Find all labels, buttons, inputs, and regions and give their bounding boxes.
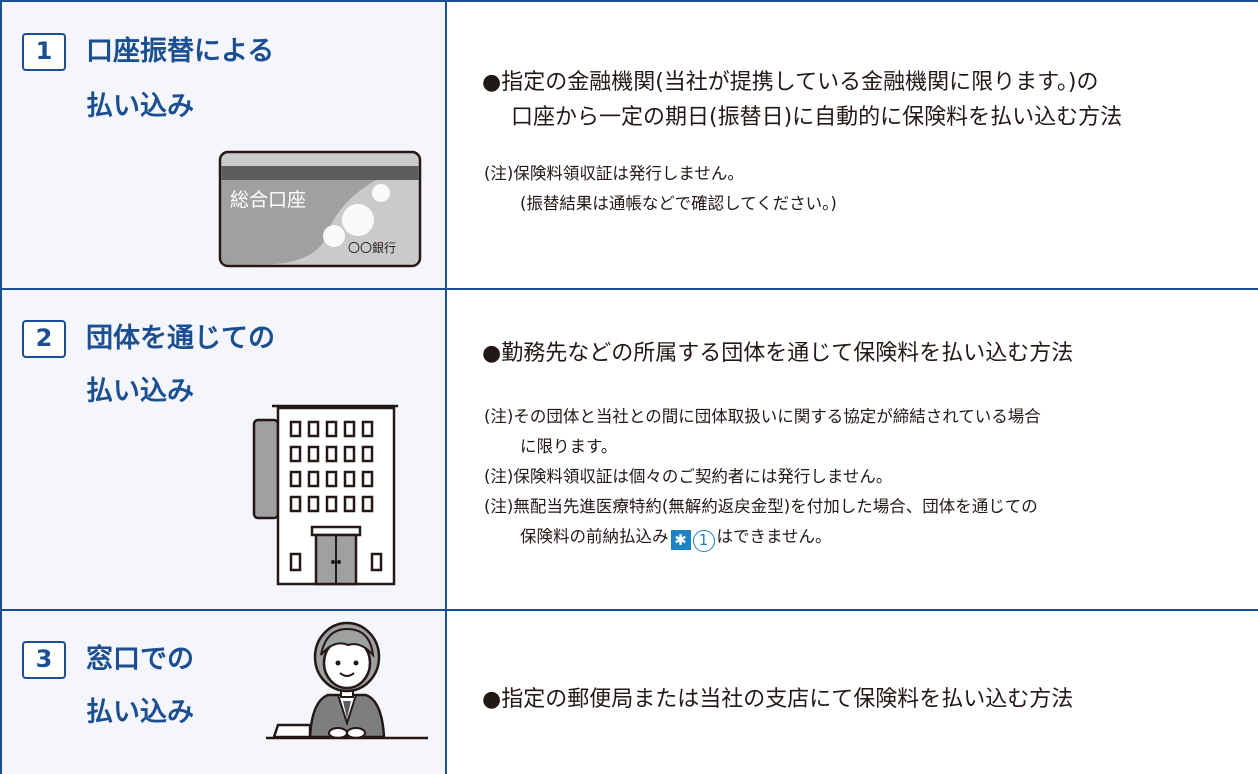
card-bank-name: 〇〇銀行 xyxy=(348,241,396,255)
row-group-payment: 2 団体を通じての 払い込み xyxy=(2,290,1258,609)
row-divider xyxy=(2,288,1258,290)
item-title-line2: 払い込み xyxy=(86,697,194,728)
row-header-cell: 3 窓口での 払い込み xyxy=(2,611,445,774)
row-bank-transfer: 1 口座振替による 払い込み 総合口座 〇〇銀行 ●指定の金融機関(当社が提携し… xyxy=(2,2,1258,288)
item-number-badge: 1 xyxy=(22,33,66,71)
row-content-cell: ●勤務先などの所属する団体を通じて保険料を払い込む方法 (注)その団体と当社との… xyxy=(447,290,1258,609)
row-content-cell: ●指定の金融機関(当社が提携している金融機関に限ります。)の 口座から一定の期日… xyxy=(447,2,1258,288)
row-divider xyxy=(2,609,1258,611)
row-header-cell: 1 口座振替による 払い込み 総合口座 〇〇銀行 xyxy=(2,2,445,288)
row-counter-payment: 3 窓口での 払い込み xyxy=(2,611,1258,774)
main-description-line1: ●勤務先などの所属する団体を通じて保険料を払い込む方法 xyxy=(482,341,1074,366)
note-text: はできません。 xyxy=(716,527,832,546)
item-title-line1: 口座振替による xyxy=(86,36,275,67)
card-label: 総合口座 xyxy=(230,189,306,211)
asterisk-reference-icon: ✱ xyxy=(670,530,691,550)
item-title-line2: 払い込み xyxy=(86,91,194,122)
main-description-line2: 口座から一定の期日(振替日)に自動的に保険料を払い込む方法 xyxy=(511,105,1123,130)
main-description-line1: ●指定の金融機関(当社が提携している金融機関に限ります。)の xyxy=(482,70,1099,95)
note-line: に限ります。 xyxy=(520,437,618,456)
note-line: (注)その団体と当社との間に団体取扱いに関する協定が締結されている場合 xyxy=(484,407,1041,426)
item-title-line1: 窓口での xyxy=(86,644,194,675)
note-line: (注)無配当先進医療特約(無解約返戻金型)を付加した場合、団体を通じての xyxy=(484,497,1038,516)
note-line: (注)保険料領収証は発行しません。 xyxy=(484,164,744,183)
row-header-cell: 2 団体を通じての 払い込み xyxy=(2,290,445,609)
item-number-badge: 3 xyxy=(22,641,66,679)
bank-card-illustration: 総合口座 〇〇銀行 xyxy=(218,150,422,268)
note-line: (注)保険料領収証は個々のご契約者には発行しません。 xyxy=(484,467,893,486)
main-description-line1: ●指定の郵便局または当社の支店にて保険料を払い込む方法 xyxy=(482,687,1074,712)
counter-clerk-illustration xyxy=(266,621,428,740)
circled-number-reference: 1 xyxy=(692,530,715,552)
column-divider xyxy=(445,2,447,774)
row-content-cell: ●指定の郵便局または当社の支店にて保険料を払い込む方法 xyxy=(447,611,1258,774)
note-text: 保険料の前納払込み xyxy=(520,527,669,546)
item-title-line2: 払い込み xyxy=(86,376,194,407)
item-title-line1: 団体を通じての xyxy=(86,323,275,354)
office-building-illustration xyxy=(252,404,398,586)
note-line: (振替結果は通帳などで確認してください。) xyxy=(520,194,837,213)
item-number-badge: 2 xyxy=(22,320,66,358)
